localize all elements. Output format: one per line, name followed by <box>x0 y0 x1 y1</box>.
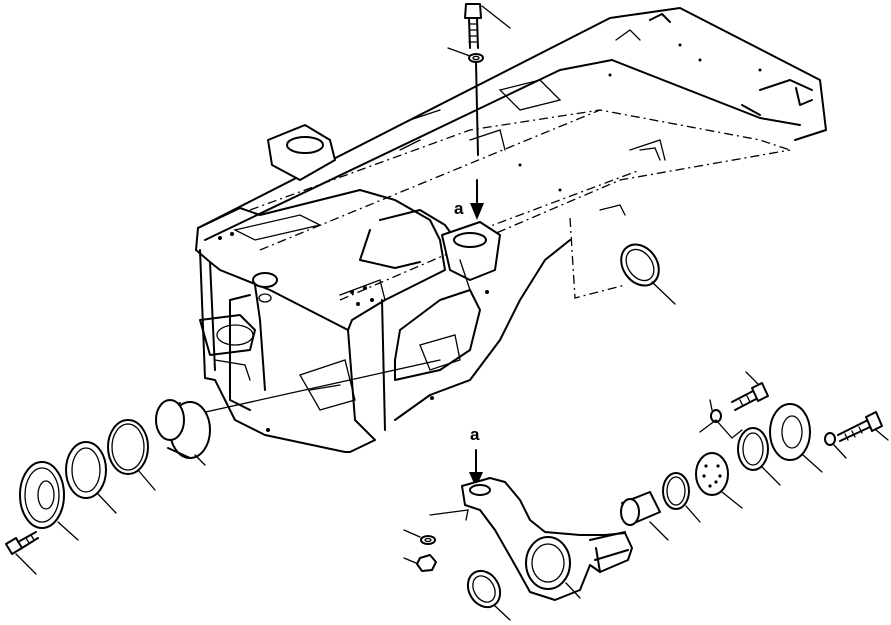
left-bolt <box>5 531 39 575</box>
bolt-axis-line <box>475 61 479 156</box>
right-leader-link <box>699 419 743 439</box>
left-axis-line <box>191 359 441 416</box>
right-cover-plate <box>769 403 823 473</box>
right-seal-ring <box>569 217 676 305</box>
right-washer-small <box>824 432 847 459</box>
callout-a-bottom-label: a <box>470 425 480 444</box>
top-bolt <box>464 3 482 49</box>
top-washer <box>468 53 484 63</box>
right-o-ring <box>662 472 701 523</box>
right-ring <box>737 427 781 486</box>
right-washer-upper <box>709 399 722 423</box>
axle-arm <box>461 477 633 601</box>
main-frame <box>195 7 827 453</box>
callout-a-top: a <box>454 179 484 220</box>
leader-top-bolt <box>481 5 511 29</box>
leader-top-washer <box>447 47 471 57</box>
left-ring <box>65 441 117 514</box>
arm-leader <box>429 509 469 521</box>
left-plate <box>19 461 79 541</box>
callout-a-top-label: a <box>454 199 464 218</box>
arm-nut <box>403 554 437 572</box>
arm-washer <box>403 529 436 545</box>
right-bushing <box>620 491 669 541</box>
left-bushing <box>155 399 211 466</box>
arm-seal-ring <box>466 569 511 621</box>
right-bolt-upper <box>731 371 769 411</box>
right-disc <box>695 452 743 509</box>
left-o-ring <box>107 419 156 491</box>
callout-a-bottom: a <box>469 425 483 488</box>
right-bolt-outer <box>837 411 889 442</box>
